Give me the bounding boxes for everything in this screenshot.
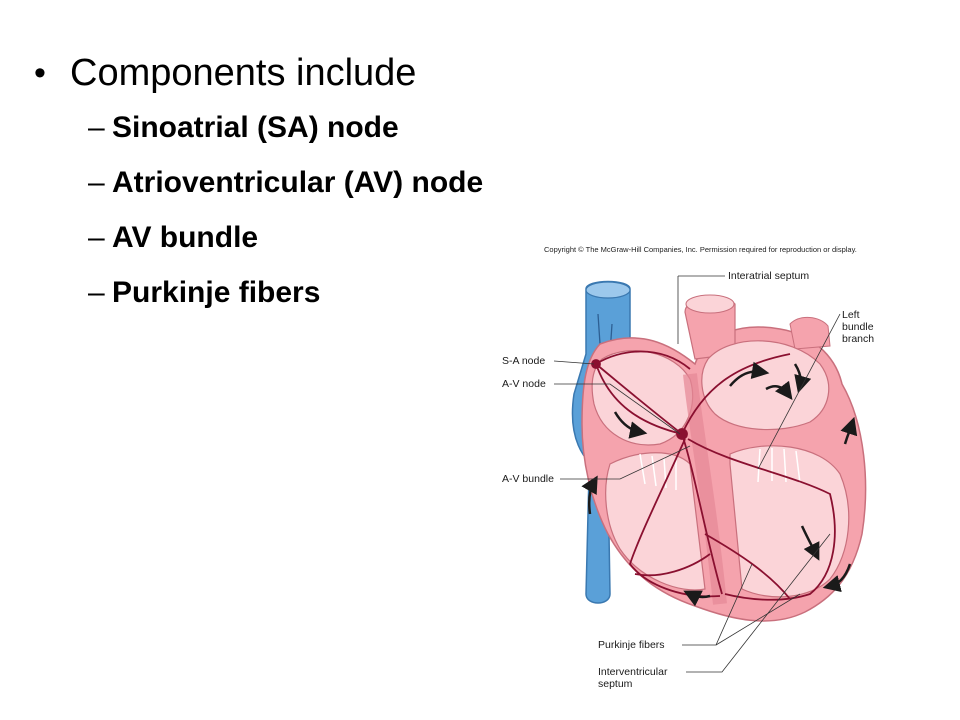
label-interventricular-2: septum [598,678,633,690]
sub-bullet-av-node: – Atrioventricular (AV) node [34,155,594,210]
leader-left-bundle [757,313,841,470]
dash-icon: – [88,220,105,254]
sub-bullet-text: Atrioventricular (AV) node [112,165,484,199]
leader-interventricular [686,533,831,673]
main-bullet: • Components include [34,46,594,100]
sub-bullet-text: Sinoatrial (SA) node [112,110,399,144]
sub-bullet-text: Purkinje fibers [112,275,321,309]
label-av-bundle: A-V bundle [502,473,554,485]
leader-av-node [554,383,681,435]
sub-bullet-av-bundle: – AV bundle [34,210,594,265]
leader-purkinje-b [715,593,801,646]
label-left-bundle-1: Left [842,309,860,321]
heart-conduction-diagram: Copyright © The McGraw-Hill Companies, I… [502,245,874,690]
bullet-list: • Components include – Sinoatrial (SA) n… [34,46,594,320]
dash-icon: – [88,110,105,144]
label-interventricular-1: Interventricular [598,666,668,678]
label-av-node: A-V node [502,378,546,390]
heart [581,294,867,622]
main-bullet-text: Components include [70,51,417,94]
sub-bullet-text: AV bundle [112,220,259,254]
label-interatrial-septum: Interatrial septum [728,270,809,282]
leader-av-bundle [560,445,691,480]
sub-bullet-purkinje: – Purkinje fibers [34,265,594,320]
dash-icon: – [88,275,105,309]
label-left-bundle-3: branch [842,333,874,345]
dash-icon: – [88,165,105,199]
copyright-text: Copyright © The McGraw-Hill Companies, I… [544,245,857,254]
diagram-labels: Interatrial septum Left bundle branch S-… [502,270,874,690]
label-purkinje-fibers: Purkinje fibers [598,639,665,651]
impulse-arrows [581,361,858,607]
bullet-dot-icon: • [34,53,46,92]
conduction-system [591,350,836,601]
leader-sa-node [553,360,595,365]
label-left-bundle-2: bundle [842,321,874,333]
sub-bullet-sa-node: – Sinoatrial (SA) node [34,100,594,155]
label-sa-node: S-A node [502,355,545,367]
